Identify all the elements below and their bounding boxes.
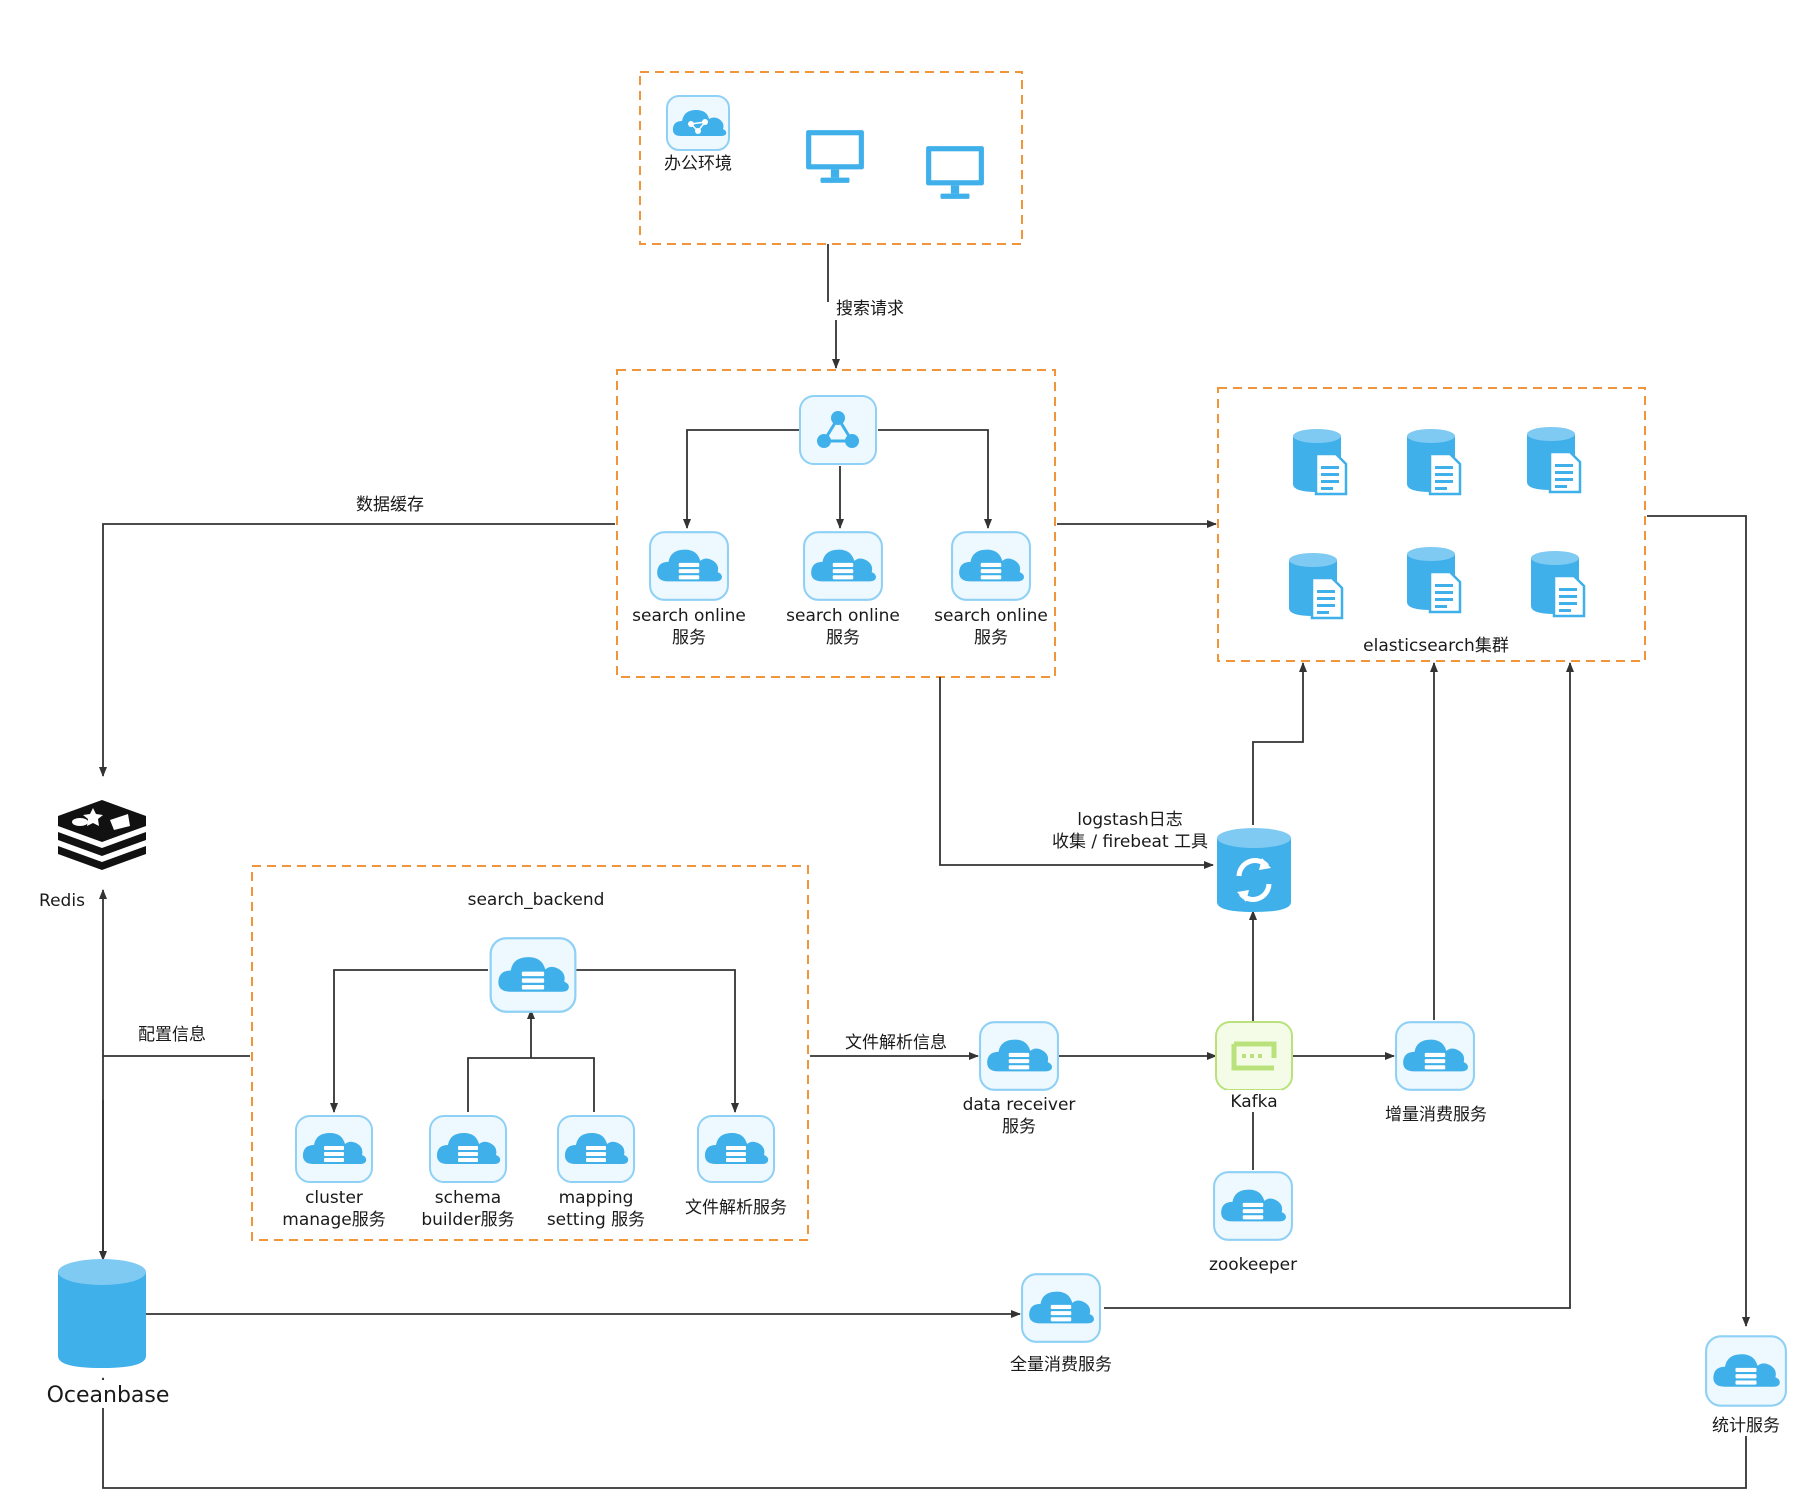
es-node-icon-2 [1405, 427, 1462, 496]
stats-service-icon [1704, 1335, 1788, 1407]
search-online-service-icon-1 [649, 531, 729, 601]
file-parse-service-icon [697, 1115, 775, 1183]
schema-builder-line2: builder服务 [421, 1210, 514, 1230]
full-consume-service-icon [1021, 1273, 1101, 1343]
logstash-label-line1: logstash日志 [1077, 810, 1183, 830]
edge-es-stats [1647, 515, 1750, 1327]
es-node-icon-4 [1287, 551, 1344, 620]
zookeeper-service-icon [1213, 1171, 1293, 1241]
config-info-label: 配置信息 [138, 1025, 206, 1045]
search-online-service-icon-3 [951, 531, 1031, 601]
kafka-label: Kafka [1230, 1092, 1277, 1112]
monitor-icon-2 [926, 146, 984, 199]
logstash-sync-icon [1217, 828, 1291, 912]
search-online-service-3-line2: 服务 [974, 628, 1008, 648]
mapping-setting-line1: mapping [559, 1188, 634, 1208]
cluster-manage-line1: cluster [305, 1188, 363, 1208]
edge-balancer-svc3 [878, 429, 992, 529]
es-node-icon-1 [1291, 427, 1348, 496]
search-online-service-1-line1: search online [632, 606, 746, 626]
search-request-label: 搜索请求 [836, 299, 904, 319]
redis-label: Redis [39, 891, 85, 911]
incremental-consume-label: 增量消费服务 [1385, 1105, 1487, 1125]
search-online-service-icon-2 [803, 531, 883, 601]
elasticsearch-group [1217, 387, 1646, 662]
load-balancer-icon [799, 395, 877, 465]
edge-online-logstash [939, 677, 1214, 869]
file-parse-service-label: 文件解析服务 [685, 1198, 787, 1218]
redis-icon [58, 800, 146, 870]
zookeeper-label: zookeeper [1209, 1255, 1297, 1275]
edge-backend-parse [574, 969, 739, 1113]
search-online-service-1-line2: 服务 [672, 628, 706, 648]
file-parse-info-label: 文件解析信息 [845, 1033, 947, 1053]
elasticsearch-label: elasticsearch集群 [1363, 636, 1509, 656]
edge-backend-cluster [330, 969, 488, 1113]
search-backend-label: search_backend [468, 890, 605, 910]
stats-service-label: 统计服务 [1712, 1416, 1780, 1436]
es-node-icon-3 [1525, 425, 1582, 494]
full-consume-label: 全量消费服务 [1010, 1355, 1112, 1375]
data-cache-label: 数据缓存 [356, 495, 424, 515]
office-group [639, 71, 1023, 245]
kafka-icon [1215, 1021, 1293, 1091]
oceanbase-database-icon [58, 1259, 146, 1368]
edge-balancer-svc1 [683, 429, 800, 529]
edge-full-es [1104, 662, 1574, 1309]
mapping-setting-service-icon [557, 1115, 635, 1183]
office-label: 办公环境 [664, 154, 732, 174]
data-receiver-line2: 服务 [1002, 1117, 1036, 1137]
es-node-icon-6 [1529, 549, 1586, 618]
search-online-service-3-line1: search online [934, 606, 1048, 626]
search-online-service-2-line1: search online [786, 606, 900, 626]
data-receiver-line1: data receiver [963, 1095, 1076, 1115]
incremental-consume-service-icon [1395, 1021, 1475, 1091]
search-backend-group [251, 865, 809, 1241]
edge-schema-backend [467, 1010, 595, 1112]
data-receiver-service-icon [979, 1021, 1059, 1091]
oceanbase-label: Oceanbase [47, 1383, 170, 1408]
search-backend-main-icon [489, 937, 577, 1013]
edge-data-cache [99, 523, 615, 777]
search-online-service-2-line2: 服务 [826, 628, 860, 648]
schema-builder-service-icon [429, 1115, 507, 1183]
logstash-label-line2: 收集 / firebeat 工具 [1052, 832, 1208, 852]
edge-logstash-es [1252, 662, 1307, 825]
monitor-icon [806, 130, 864, 183]
office-cloud-icon [666, 95, 730, 151]
cluster-manage-line2: manage服务 [282, 1210, 385, 1230]
edge-search-request [828, 244, 836, 368]
cluster-manage-service-icon [295, 1115, 373, 1183]
edge-stats-oceanbase [99, 1377, 1747, 1489]
mapping-setting-line2: setting 服务 [547, 1210, 645, 1230]
es-node-icon-5 [1405, 545, 1462, 614]
schema-builder-line1: schema [435, 1188, 501, 1208]
